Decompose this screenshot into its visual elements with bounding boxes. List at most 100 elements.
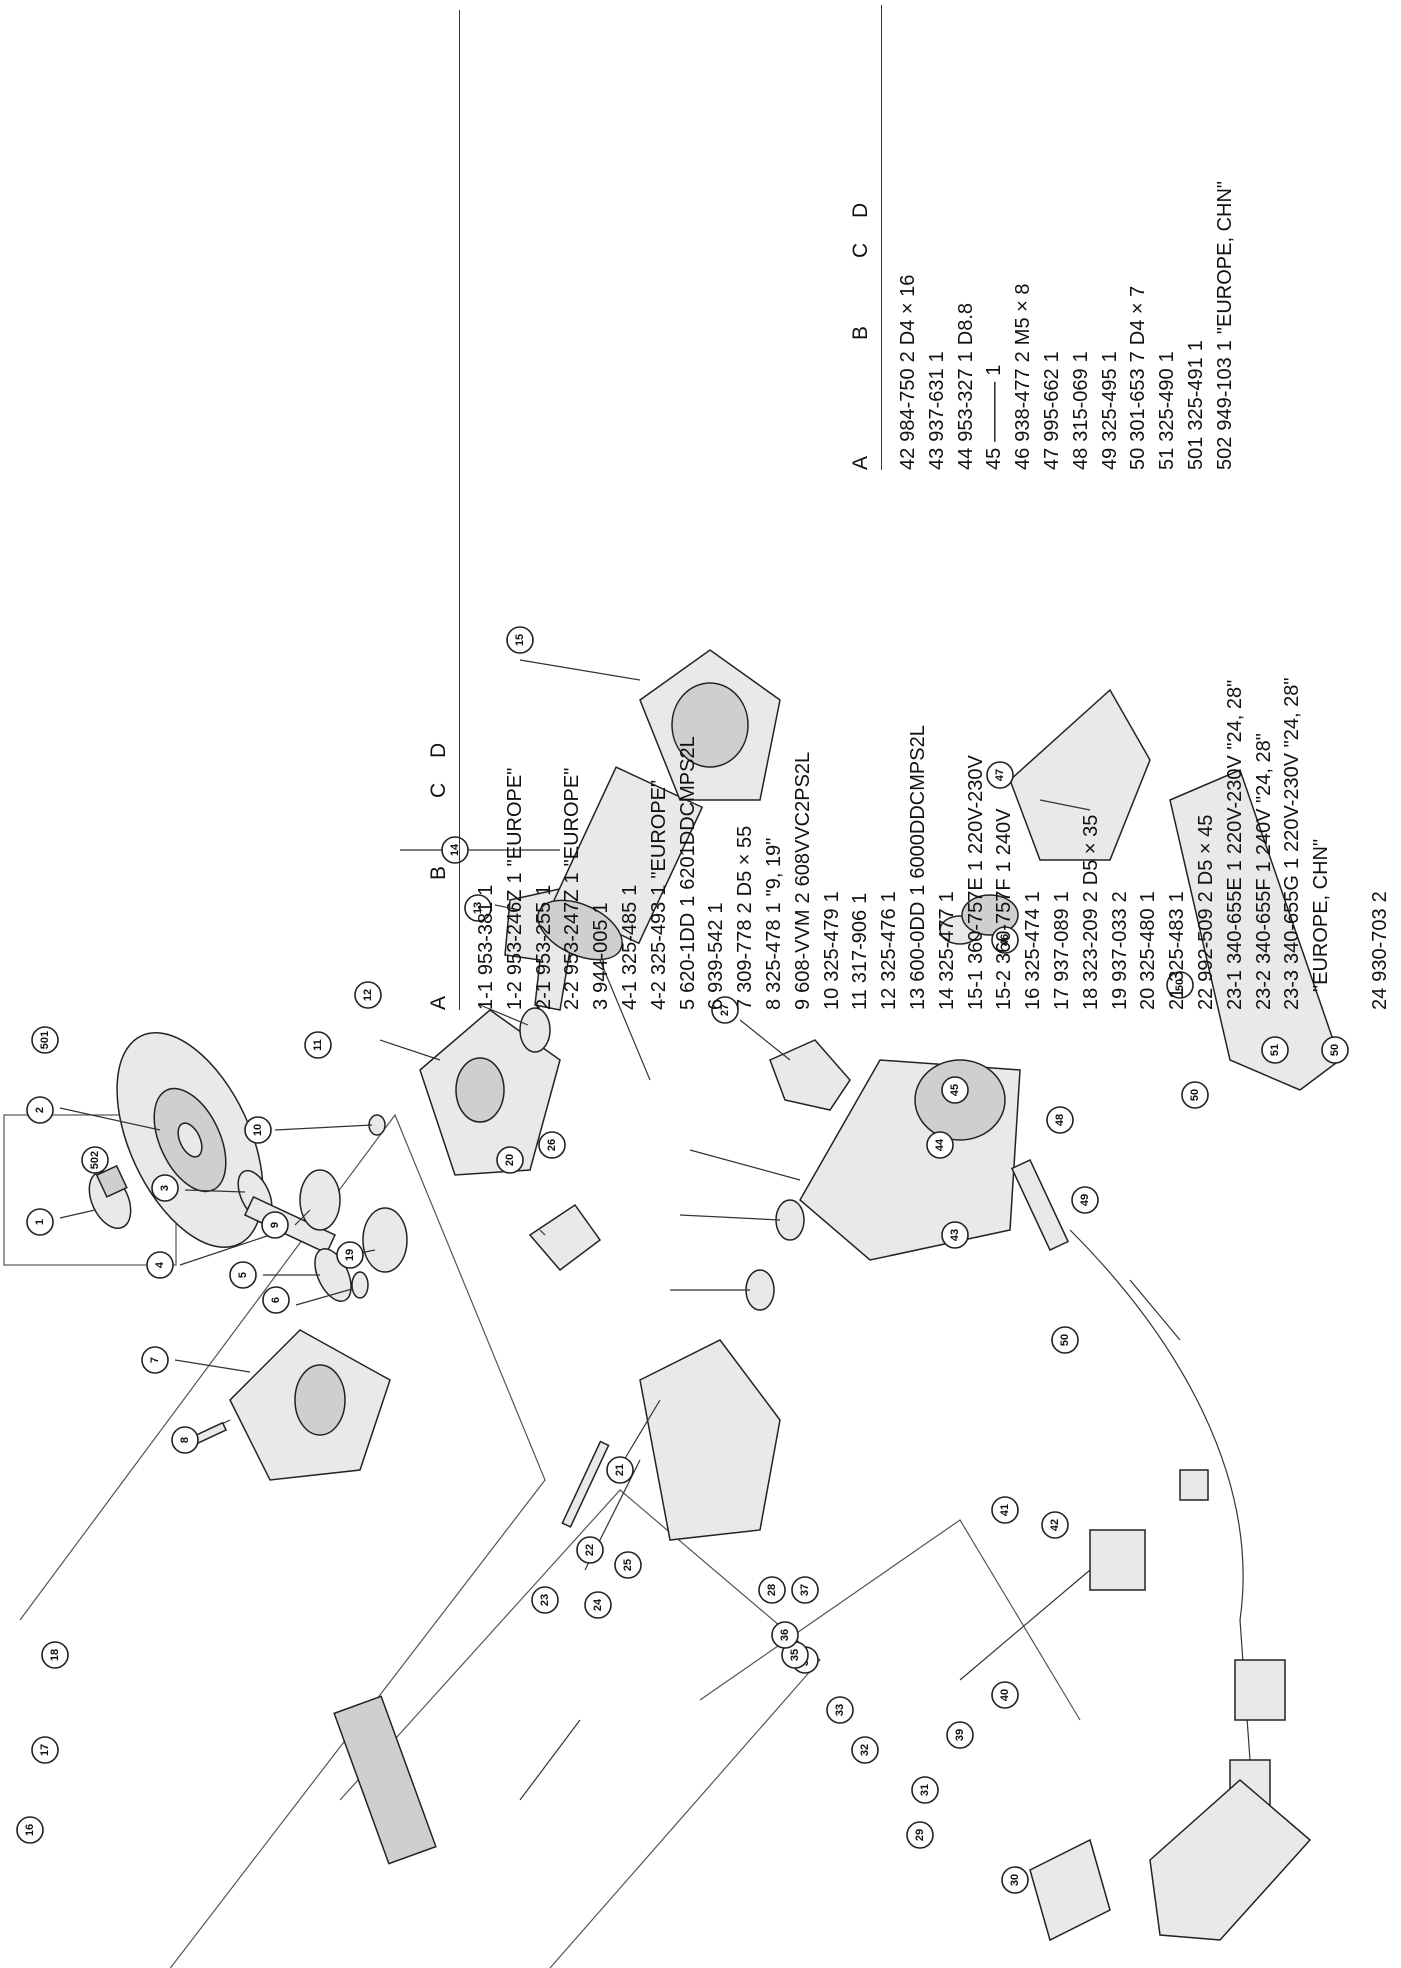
part-qty: 1 <box>925 351 948 363</box>
part-remark: 220V-230V "24, 28" <box>1223 679 1246 855</box>
callout-label: 50 <box>1329 1044 1341 1056</box>
noise-suppressor <box>1234 1659 1286 1721</box>
parts-list-row: 46938-4772M5 × 8 <box>1009 5 1038 470</box>
parts-list-row: 49325-4951 <box>1096 5 1125 470</box>
part-number: 340-655G <box>1281 875 1304 964</box>
part-number: 939-542 <box>705 919 728 993</box>
parts-list-row: 50301-6537D4 × 7 <box>1124 5 1153 470</box>
part-remark: D4 × 16 <box>897 274 919 346</box>
callout-25: 25 <box>614 1551 642 1579</box>
callout-39: 39 <box>946 1721 974 1749</box>
callout-label: 5 <box>237 1272 249 1278</box>
callout-36: 36 <box>771 1621 799 1649</box>
callout-label: 17 <box>39 1744 51 1756</box>
part-number: 309-778 <box>734 919 757 993</box>
callout-27: 27 <box>711 996 739 1024</box>
callout-label: 41 <box>999 1504 1011 1516</box>
callout-29: 29 <box>906 1821 934 1849</box>
part-qty: 2 <box>1194 891 1217 903</box>
callout-label: 48 <box>1054 1114 1066 1126</box>
part-number: 325-485 <box>618 901 641 976</box>
part-remark: D5 × 55 <box>734 825 757 897</box>
part-number: 600-0DD <box>906 901 929 982</box>
callout-label: 50 <box>1174 979 1186 991</box>
cord-armor <box>1010 1158 1070 1252</box>
parts-list-row: 501325-4911 <box>1182 5 1211 470</box>
callout-label: 11 <box>312 1039 324 1051</box>
part-number: 620-1DD <box>676 912 699 993</box>
callout-label: 21 <box>614 1464 626 1476</box>
header-c: C <box>849 242 872 258</box>
part-ref: 14 <box>935 987 958 1010</box>
callout-48: 48 <box>1046 1106 1074 1134</box>
parts-list-header: A B C D <box>825 5 882 470</box>
callout-14: 14 <box>441 836 469 864</box>
parts-list-row: 24930-7032 <box>1366 10 1395 1010</box>
callout-50: 50 <box>1181 1081 1209 1109</box>
part-remark: 6000DDCMPS2L <box>906 725 929 879</box>
part-qty: 1 <box>1281 857 1304 869</box>
callout-label: 28 <box>766 1584 778 1596</box>
part-ref: 47 <box>1040 447 1063 470</box>
part-ref: 5 <box>676 998 699 1010</box>
part-ref: 9 <box>791 998 814 1010</box>
part-qty: 7 <box>1127 351 1150 363</box>
part-number: 325-479 <box>820 908 843 982</box>
part-qty: 1 <box>1040 351 1063 363</box>
part-ref: 13 <box>906 987 929 1010</box>
callout-21: 21 <box>606 1456 634 1484</box>
part-qty: 2 <box>1079 891 1102 903</box>
callout-51: 51 <box>1261 1036 1289 1064</box>
part-ref: 12 <box>878 987 901 1010</box>
callout-label: 14 <box>449 843 461 856</box>
callout-18: 18 <box>41 1641 69 1669</box>
callout-4: 4 <box>146 1251 174 1279</box>
parts-list-row: 44953-3271D8.8 <box>952 5 981 470</box>
part-ref: 20 <box>1137 987 1160 1010</box>
part-qty: 1 <box>1156 351 1179 363</box>
part-ref: 17 <box>1050 987 1073 1010</box>
callout-42: 42 <box>1041 1511 1069 1539</box>
part-number: 953-255 <box>532 901 555 976</box>
part-remark: "EUROPE" <box>503 767 526 867</box>
part-number: 315-069 <box>1069 368 1092 442</box>
part-ref: 1-1 <box>475 981 497 1010</box>
tail-cap <box>961 894 1019 936</box>
part-qty: 1 <box>618 884 641 896</box>
callout-502: 502 <box>81 1146 109 1174</box>
callout-label: 7 <box>149 1357 161 1363</box>
part-qty: 1 <box>906 884 929 896</box>
baffle <box>528 1203 602 1272</box>
callout-label: 35 <box>789 1649 801 1661</box>
callout-label: 502 <box>89 1151 101 1169</box>
part-ref: 16 <box>1022 987 1045 1010</box>
part-number: 938-477 <box>1012 368 1035 442</box>
part-qty: 1 <box>820 891 843 903</box>
parts-list-row: 42984-7502D4 × 16 <box>894 5 923 470</box>
callout-label: 20 <box>504 1154 516 1166</box>
part-ref: 2-1 <box>532 981 555 1010</box>
callout-label: 45 <box>949 1084 961 1096</box>
brush-cap <box>745 1269 775 1311</box>
callout-label: 501 <box>39 1031 51 1049</box>
callout-label: 50 <box>1059 1334 1071 1346</box>
part-number: 325-474 <box>1022 908 1045 982</box>
callout-20: 20 <box>496 1146 524 1174</box>
part-qty: 1 <box>849 892 872 904</box>
callout-3: 3 <box>151 1174 179 1202</box>
part-qty: 1 <box>993 861 1016 873</box>
callout-label: 13 <box>472 902 484 914</box>
part-number: 953-381 <box>475 901 497 976</box>
part-qty: 1 <box>503 872 526 884</box>
part-remark: 6201DDCMPS2L <box>676 736 699 890</box>
part-ref: 19 <box>1108 987 1131 1010</box>
callout-45: 45 <box>941 1076 969 1104</box>
callout-label: 9 <box>269 1222 281 1228</box>
parts-list-row: 23-3340-655G1220V-230V "24, 28" <box>1278 10 1307 1010</box>
part-ref: 15-1 <box>964 969 987 1010</box>
callout-label: 1 <box>34 1219 46 1225</box>
callout-label: 42 <box>1049 1519 1061 1531</box>
callout-43: 43 <box>941 1221 969 1249</box>
